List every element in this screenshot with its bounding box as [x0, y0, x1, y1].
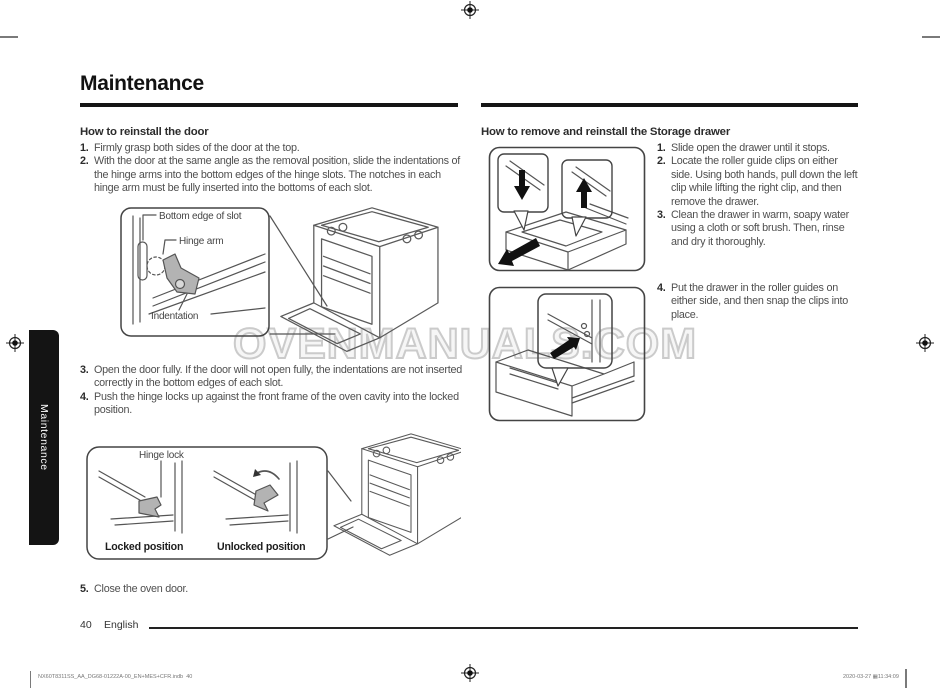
oven-illustration — [333, 433, 461, 556]
step-text: Slide open the drawer until it stops. — [671, 142, 830, 154]
step-number: 4. — [657, 282, 666, 294]
chapter-tab-label: Maintenance — [38, 404, 50, 471]
fineprint-timestamp: 2020-03-27 ▦11:34:09 — [843, 674, 899, 680]
figure-label-unlocked: Unlocked position — [217, 541, 305, 553]
registration-mark-icon — [916, 334, 934, 352]
crop-mark-icon — [30, 671, 31, 688]
figure-door-hinge: Bottom edge of slot Hinge arm Indentatio… — [83, 202, 458, 355]
step-number: 2. — [80, 155, 89, 168]
figure-label-hinge-arm: Hinge arm — [179, 236, 223, 247]
crop-mark-icon — [0, 36, 18, 38]
step-item: 1. Slide open the drawer until it stops. — [657, 142, 860, 155]
step-item: 3. Open the door fully. If the door will… — [80, 364, 464, 391]
step-number: 3. — [80, 364, 89, 376]
step-item: 2. Locate the roller guide clips on eith… — [657, 155, 860, 209]
step-item: 4. Put the drawer in the roller guides o… — [657, 282, 860, 322]
crop-mark-icon — [905, 669, 907, 688]
step-text: Close the oven door. — [94, 583, 189, 595]
step-number: 2. — [657, 155, 666, 168]
registration-mark-icon — [6, 334, 24, 352]
figure-label-locked: Locked position — [105, 541, 183, 553]
step-list: 1. Slide open the drawer until it stops.… — [657, 142, 860, 249]
step-text: Clean the drawer in warm, soapy water us… — [671, 209, 849, 248]
step-text: Push the hinge locks up against the fron… — [94, 390, 459, 417]
fineprint-filename: NX60T8311SS_AA_DG68-01222A-00_EN+MES+CFR… — [38, 674, 184, 680]
section-heading-reinstall-door: How to reinstall the door — [80, 126, 209, 138]
step-list: 3. Open the door fully. If the door will… — [80, 364, 464, 418]
step-item: 2. With the door at the same angle as th… — [80, 155, 462, 195]
step-item: 3. Clean the drawer in warm, soapy water… — [657, 209, 860, 249]
footer-rule — [149, 627, 858, 629]
crop-mark-icon — [922, 36, 940, 38]
step-number: 5. — [80, 583, 89, 595]
step-text: Firmly grasp both sides of the door at t… — [94, 142, 300, 154]
step-list: 5. Close the oven door. — [80, 583, 464, 596]
chapter-tab-maintenance: Maintenance — [29, 330, 59, 545]
oven-illustration — [280, 207, 439, 353]
fineprint-page: 40 — [186, 674, 193, 680]
figure-label-bottom-edge: Bottom edge of slot — [159, 211, 242, 222]
step-item: 5. Close the oven door. — [80, 583, 464, 596]
fineprint-date: 2020-03-27 — [843, 674, 872, 680]
figure-label-hinge-lock: Hinge lock — [139, 450, 185, 461]
arrow-icon — [498, 170, 592, 266]
fineprint-time: 11:34:09 — [877, 674, 899, 680]
step-number: 4. — [80, 390, 89, 403]
step-text: With the door at the same angle as the r… — [94, 155, 461, 195]
registration-mark-icon — [461, 1, 479, 19]
step-list: 4. Put the drawer in the roller guides o… — [657, 282, 860, 322]
ampm-glyph-icon: ▦ — [872, 674, 878, 680]
watermark: OVENMANUALS.COM — [232, 319, 698, 369]
step-number: 1. — [80, 142, 89, 154]
page-title: Maintenance — [80, 72, 204, 95]
section-heading-storage-drawer: How to remove and reinstall the Storage … — [481, 126, 731, 138]
page-number: 40 — [80, 619, 92, 631]
figure-drawer-reinstall — [488, 286, 646, 422]
arrow-icon — [550, 337, 580, 359]
step-item: 1. Firmly grasp both sides of the door a… — [80, 142, 462, 155]
footer-language: English — [104, 619, 139, 631]
figure-hinge-lock: Hinge lock Locked position Unlocked posi… — [83, 427, 461, 580]
step-number: 1. — [657, 142, 666, 154]
step-text: Open the door fully. If the door will no… — [94, 364, 462, 390]
figure-label-indentation: Indentation — [151, 311, 198, 322]
step-item: 4. Push the hinge locks up against the f… — [80, 391, 464, 418]
title-rule-right — [481, 103, 858, 107]
step-text: Put the drawer in the roller guides on e… — [671, 282, 849, 321]
step-text: Locate the roller guide clips on either … — [671, 155, 858, 208]
title-rule-left — [80, 103, 458, 107]
fineprint-file: NX60T8311SS_AA_DG68-01222A-00_EN+MES+CFR… — [38, 674, 192, 680]
registration-mark-icon — [461, 664, 479, 682]
figure-drawer-remove — [488, 146, 646, 272]
step-number: 3. — [657, 209, 666, 222]
step-list: 1. Firmly grasp both sides of the door a… — [80, 142, 462, 196]
